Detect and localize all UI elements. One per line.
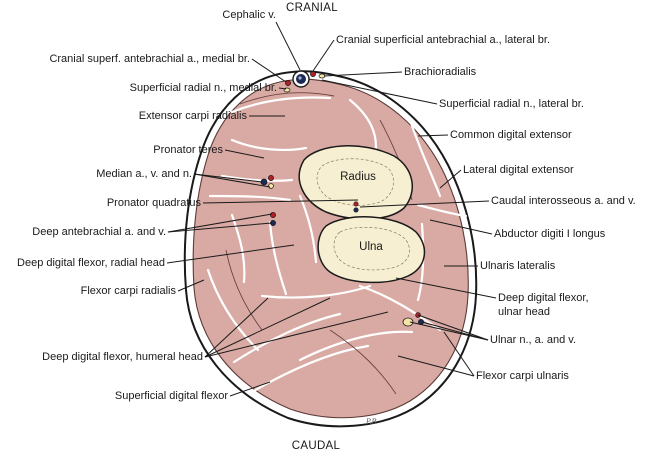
- fascial-septa: [206, 96, 468, 394]
- label-ddf-ulnar-head-line1: Deep digital flexor,: [498, 292, 589, 304]
- label-cranial-antebrachial-medial: Cranial superf. antebrachial a., medial …: [49, 53, 250, 65]
- label-ddf-humeral-head: Deep digital flexor, humeral head: [42, 351, 203, 363]
- ulnar-vessels-icon: [402, 312, 424, 327]
- labels-right: Cranial superficial antebrachial a., lat…: [336, 34, 636, 382]
- label-median-vessels: Median a., v. and n.: [96, 168, 192, 180]
- label-brachioradialis: Brachioradialis: [404, 66, 477, 78]
- label-ulnaris-lateralis: Ulnaris lateralis: [480, 260, 556, 272]
- radius-label: Radius: [340, 171, 376, 183]
- orientation-top: CRANIAL: [286, 2, 338, 14]
- label-ulnar-vessels: Ulnar n., a. and v.: [490, 334, 576, 346]
- ulna-label: Ulna: [359, 241, 383, 253]
- superficial-radial-nerve-icon: [283, 73, 326, 93]
- cross-section: Radius Ulna: [183, 70, 478, 428]
- caudal-interosseous-vessels-icon: [353, 201, 359, 213]
- orientation-bottom: CAUDAL: [292, 440, 341, 452]
- ulna-trabecular: [333, 227, 410, 271]
- artist-signature: P.B: [365, 418, 377, 426]
- label-lateral-digital-extensor: Lateral digital extensor: [463, 164, 574, 176]
- label-flexor-carpi-ulnaris: Flexor carpi ulnaris: [476, 370, 569, 382]
- radius-trabecular: [316, 158, 394, 206]
- label-common-digital-extensor: Common digital extensor: [450, 129, 572, 141]
- cranial-antebrachial-artery-icon: [285, 71, 316, 86]
- labels-left: Cephalic v. Cranial superf. antebrachial…: [17, 9, 277, 402]
- cephalic-vein-icon: [292, 70, 310, 88]
- label-ddf-ulnar-head-line2: ulnar head: [498, 306, 550, 318]
- label-pronator-teres: Pronator teres: [153, 144, 223, 156]
- label-abductor-digiti: Abductor digiti I longus: [494, 228, 606, 240]
- label-superficial-digital-flexor: Superficial digital flexor: [115, 390, 228, 402]
- leader-lines: [166, 21, 497, 397]
- label-superficial-radial-medial: Superficial radial n., medial br.: [130, 82, 277, 94]
- label-flexor-carpi-radialis: Flexor carpi radialis: [81, 285, 177, 297]
- label-deep-antebrachial: Deep antebrachial a. and v.: [32, 226, 166, 238]
- label-caudal-interosseous: Caudal interosseous a. and v.: [491, 195, 636, 207]
- label-ddf-radial-head: Deep digital flexor, radial head: [17, 257, 165, 269]
- label-superficial-radial-lateral: Superficial radial n., lateral br.: [439, 98, 584, 110]
- label-cranial-antebrachial-lateral: Cranial superficial antebrachial a., lat…: [336, 34, 550, 46]
- label-cephalic-vein: Cephalic v.: [222, 9, 276, 21]
- label-pronator-quadratus: Pronator quadratus: [107, 197, 202, 209]
- label-extensor-carpi-radialis: Extensor carpi radialis: [139, 110, 248, 122]
